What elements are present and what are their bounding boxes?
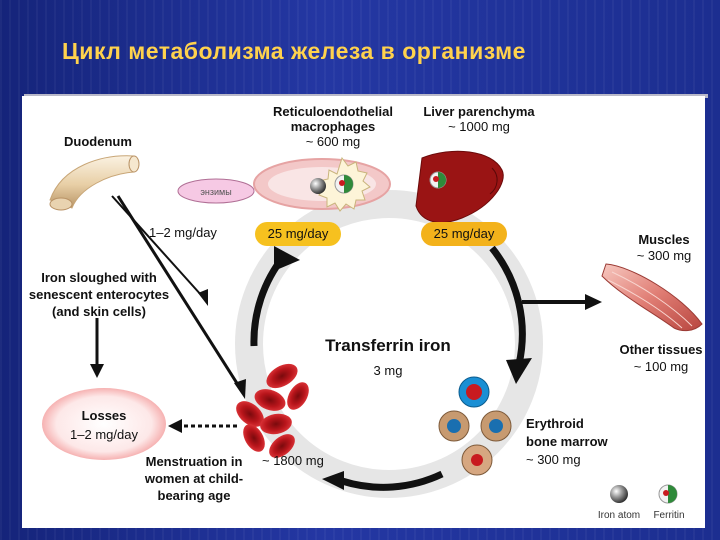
arrowhead-muscles (585, 294, 602, 310)
muscles-label: Muscles (638, 232, 690, 247)
other-tissues-amount: ~ 100 mg (633, 359, 689, 374)
cycle-arrow-bottom (340, 470, 444, 491)
red-cells-amount: ~ 1800 mg (262, 453, 324, 468)
menstruation-line2: women at child- (144, 471, 244, 486)
macrophage-ferritin (334, 174, 354, 194)
arrow-duodenum-to-cycle (116, 195, 242, 389)
cycle-arrow-down (489, 245, 526, 365)
macrophages-amount: ~ 600 mg (305, 134, 361, 149)
marrow-label-line1: Erythroid (526, 416, 584, 431)
macrophage-iron-atom (310, 178, 326, 194)
arrowhead-cycle-entry (234, 379, 246, 399)
cycle-arrowhead-bottom (322, 471, 344, 490)
macrophage-flux-badge: 25 mg/day (255, 222, 341, 246)
liver-flux-badge: 25 mg/day (421, 222, 507, 246)
red-blood-cells (236, 363, 309, 458)
arrowhead-sloughed (198, 289, 208, 306)
menstruation-line3: bearing age (157, 488, 231, 503)
iron-atom-icon (610, 485, 628, 503)
enzymes-oval (177, 178, 255, 204)
diagram-panel: Duodenum Reticuloendothelial macrophages… (22, 96, 705, 528)
diagram-art (42, 150, 703, 504)
sloughed-line1: Iron sloughed with (41, 270, 157, 285)
liver-ferritin (429, 171, 447, 189)
absorption-rate: 1–2 mg/day (149, 225, 217, 240)
marrow-amount: ~ 300 mg (526, 452, 581, 467)
sloughed-line2: senescent enterocytes (28, 287, 170, 302)
sloughed-line3: (and skin cells) (52, 304, 146, 319)
arrowhead-menstruation (168, 419, 182, 433)
duodenum-label: Duodenum (64, 134, 132, 149)
slide-title: Цикл метаболизма железа в организме (62, 38, 526, 64)
cycle-arrowhead-down (506, 358, 532, 384)
macrophages-label-line2: macrophages (290, 119, 376, 134)
menstruation-line1: Menstruation in (145, 454, 243, 469)
duodenum-tube (49, 155, 140, 211)
transferrin-amount: 3 mg (373, 363, 403, 378)
macrophages-label-line1: Reticuloendothelial (273, 104, 393, 119)
muscle-fiber (601, 263, 703, 332)
cycle-arrowhead-up (274, 246, 300, 271)
marrow-label-line2: bone marrow (526, 434, 608, 449)
other-tissues-label: Other tissues (619, 342, 703, 357)
muscles-amount: ~ 300 mg (636, 248, 692, 263)
transferrin-label: Transferrin iron (325, 336, 451, 355)
liver-label: Liver parenchyma (423, 104, 535, 119)
enzymes-label: энзимы (200, 187, 232, 197)
legend-ferritin: Ferritin (653, 510, 685, 521)
liver-amount: ~ 1000 mg (448, 119, 510, 134)
legend-iron-atom: Iron atom (597, 510, 641, 521)
losses-rate: 1–2 mg/day (70, 427, 138, 442)
liver-organ (415, 150, 504, 223)
ferritin-icon (658, 484, 678, 504)
losses-oval (42, 388, 166, 460)
arrowhead-losses (90, 364, 104, 378)
losses-label: Losses (81, 408, 127, 423)
erythroid-cells (438, 376, 512, 476)
